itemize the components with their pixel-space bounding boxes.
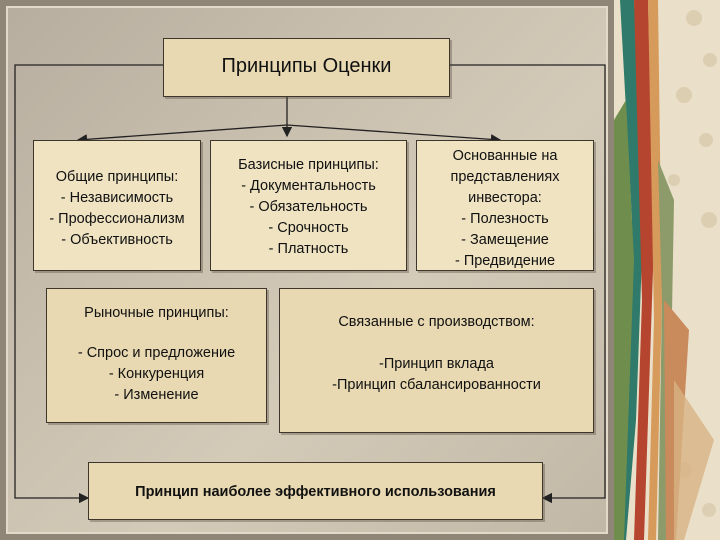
production-item: -Принцип вклада: [379, 356, 494, 372]
title-box: Принципы Оценки: [163, 38, 450, 97]
general-heading: Общие принципы:: [55, 169, 179, 185]
investor-item: - Полезность: [461, 211, 549, 227]
general-principles-box: Общие принципы: - Независимость - Профес…: [33, 140, 201, 271]
basic-item: - Платность: [268, 241, 349, 257]
basic-heading: Базисные принципы:: [238, 157, 379, 173]
market-principles-box: Рыночные принципы: - Спрос и предложение…: [46, 288, 267, 423]
market-item: - Спрос и предложение: [77, 345, 236, 361]
title-text: Принципы Оценки: [221, 55, 392, 77]
investor-item: - Предвидение: [454, 253, 556, 269]
general-item: - Объективность: [61, 232, 173, 248]
general-item: - Профессионализм: [49, 211, 185, 227]
production-heading: Связанные с производством:: [338, 314, 535, 330]
best-use-box: Принцип наиболее эффективного использова…: [88, 462, 543, 520]
investor-principles-box: Основанные на представлениях инвестора: …: [416, 140, 594, 271]
decorative-art-panel: [614, 0, 720, 540]
basic-item: - Обязательность: [249, 199, 368, 215]
connector-lines: [14, 64, 606, 504]
production-principles-box: Связанные с производством: -Принцип вкла…: [279, 288, 594, 433]
investor-item: - Замещение: [461, 232, 549, 248]
investor-heading-line: представлениях: [450, 169, 560, 185]
basic-item: - Срочность: [268, 220, 349, 236]
production-item: -Принцип сбалансированности: [332, 377, 541, 393]
investor-heading-line: инвестора:: [468, 190, 542, 206]
basic-item: - Документальность: [241, 178, 376, 194]
general-item: - Независимость: [60, 190, 174, 206]
market-item: - Изменение: [114, 387, 199, 403]
market-item: - Конкуренция: [108, 366, 205, 382]
best-use-text: Принцип наиболее эффективного использова…: [135, 484, 496, 500]
investor-heading-line: Основанные на: [452, 148, 558, 164]
market-heading: Рыночные принципы:: [84, 305, 229, 321]
basic-principles-box: Базисные принципы: - Документальность - …: [210, 140, 407, 271]
